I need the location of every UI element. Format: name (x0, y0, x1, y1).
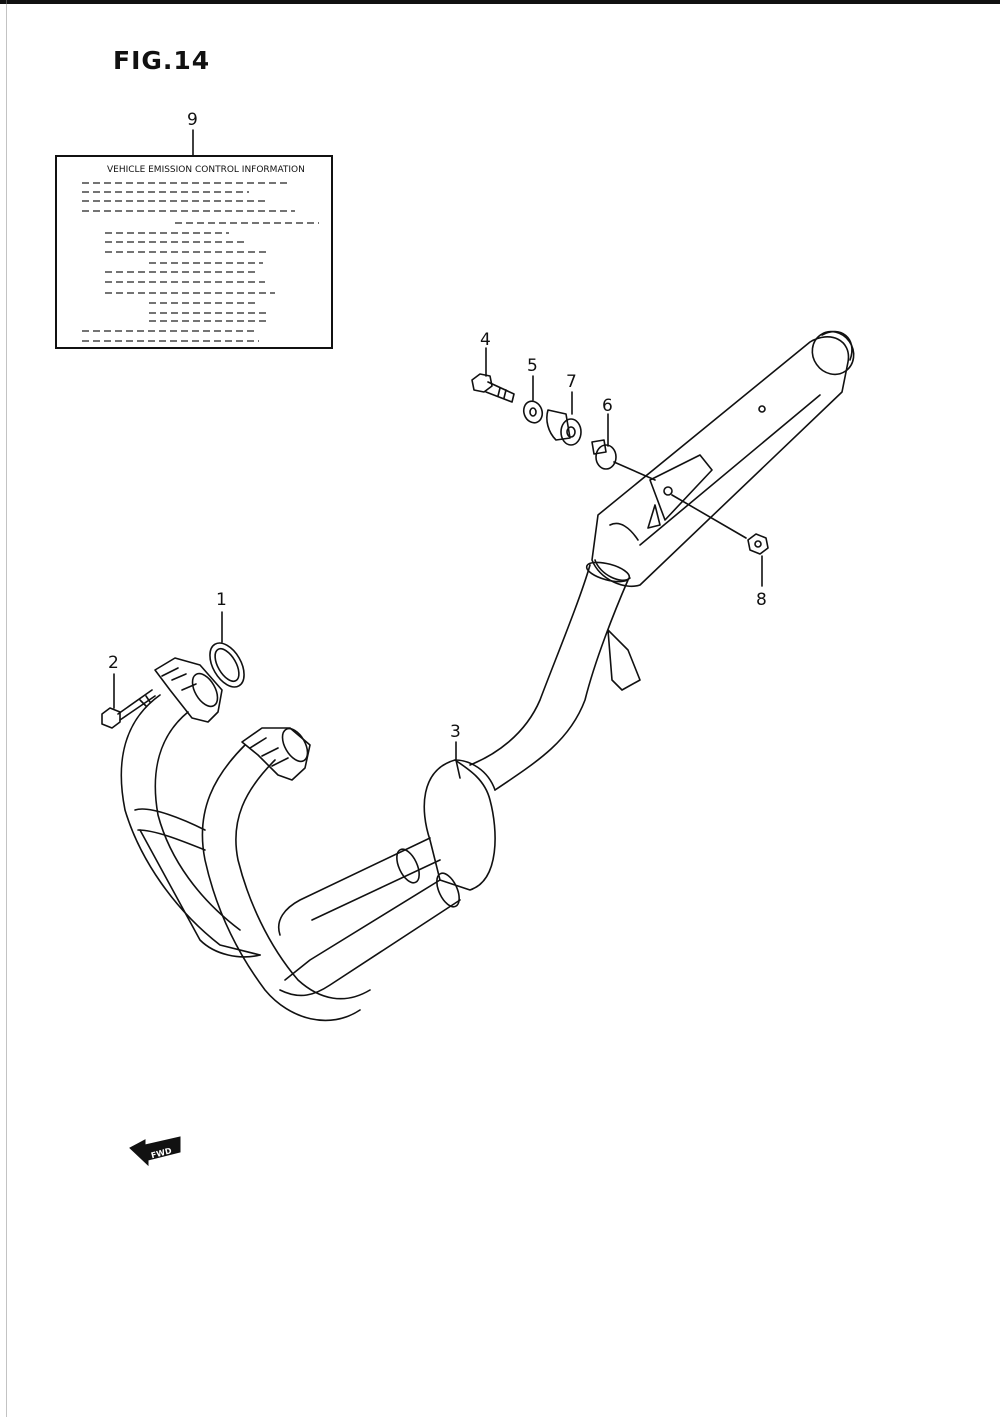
port-flange-rear (154, 657, 223, 723)
collar (591, 413, 656, 481)
callout-5: 5 (527, 356, 538, 376)
emission-label-title: VEHICLE EMISSION CONTROL INFORMATION (107, 165, 305, 175)
leader-line-3 (455, 741, 461, 779)
callout-9: 9 (187, 110, 198, 130)
figure-title: FIG.14 (113, 46, 211, 75)
assembly-line-6 (613, 461, 656, 481)
connecting-pipe (469, 561, 631, 791)
callout-3: 3 (450, 722, 461, 742)
callout-7: 7 (566, 372, 577, 392)
top-border (0, 0, 1000, 4)
callout-6: 6 (602, 396, 613, 416)
header-pipes (120, 694, 461, 1022)
callout-1: 1 (216, 590, 227, 610)
emission-control-label: VEHICLE EMISSION CONTROL INFORMATION (55, 155, 333, 349)
nut (671, 494, 769, 587)
muffler (591, 330, 855, 691)
assembly-line-8 (671, 494, 747, 539)
collector (423, 759, 496, 891)
scan-edge-line (6, 0, 7, 1417)
callout-2: 2 (108, 653, 119, 673)
gasket (209, 611, 245, 688)
emission-label-text-lines (82, 182, 319, 342)
forward-arrow-icon: FWD (129, 1136, 181, 1167)
callout-4: 4 (480, 330, 491, 350)
washer (522, 375, 544, 424)
muffler-bolt (471, 347, 515, 403)
port-flange-front (241, 727, 311, 781)
exhaust-bolt (101, 673, 156, 729)
rubber-cushion (546, 391, 582, 446)
callout-8: 8 (756, 590, 767, 610)
